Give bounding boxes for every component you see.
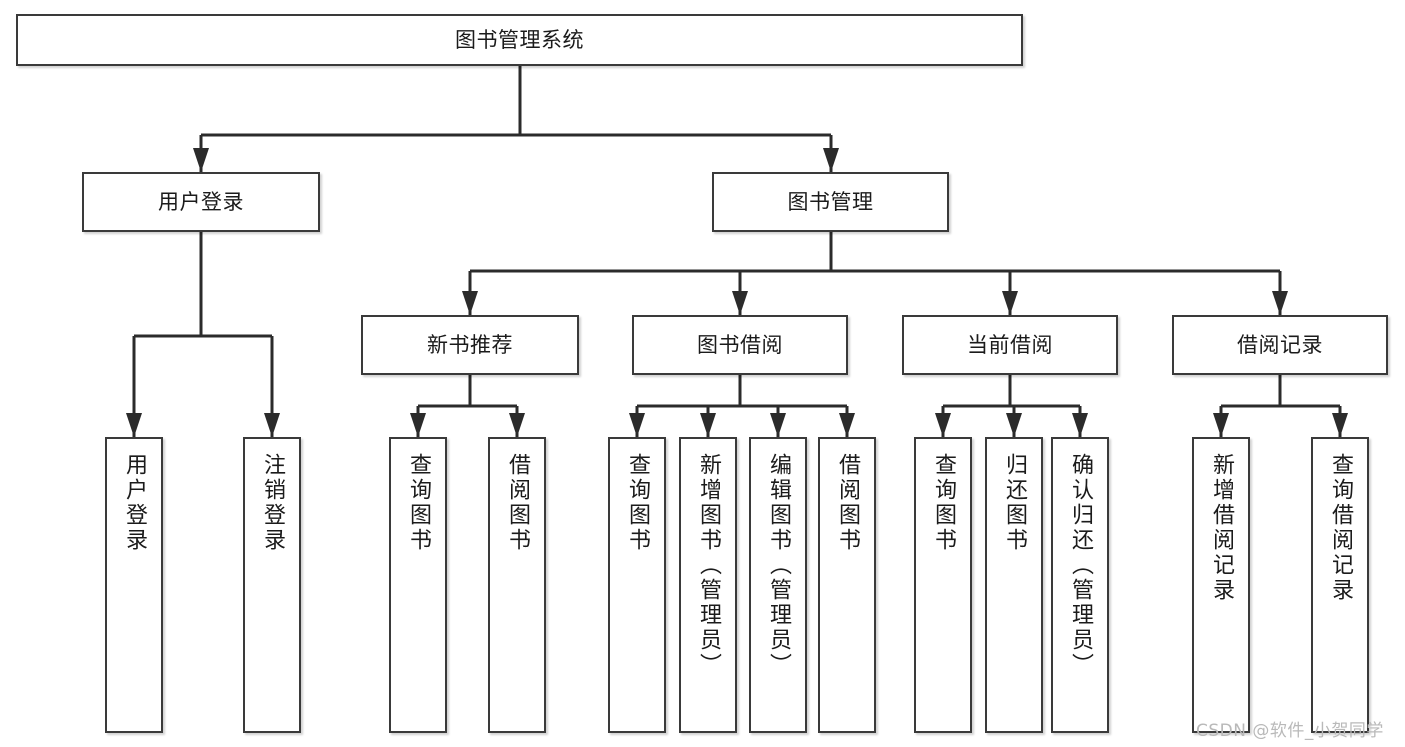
node-label: 借阅图书 (835, 453, 860, 553)
arrowhead-icon (629, 413, 645, 437)
node-label: 查询图书 (406, 453, 431, 553)
node-current-borrow[interactable]: 当前借阅 (902, 315, 1118, 375)
node-leaf-query-book-2[interactable]: 查询图书 (608, 437, 666, 733)
node-label: 注销登录 (260, 453, 285, 553)
node-book-manage[interactable]: 图书管理 (712, 172, 949, 232)
node-leaf-return-book[interactable]: 归还图书 (985, 437, 1043, 733)
node-leaf-user-login[interactable]: 用户登录 (105, 437, 163, 733)
node-leaf-query-record[interactable]: 查询借阅记录 (1311, 437, 1369, 733)
node-label: 归还图书 (1002, 453, 1027, 553)
node-label: 新书推荐 (427, 332, 513, 357)
node-label: 用户登录 (158, 189, 244, 214)
node-label: 新增借阅记录 (1209, 453, 1234, 603)
arrowhead-icon (509, 413, 525, 437)
node-new-book-recommend[interactable]: 新书推荐 (361, 315, 579, 375)
arrowhead-icon (770, 413, 786, 437)
arrowhead-icon (1272, 291, 1288, 315)
node-borrow-record[interactable]: 借阅记录 (1172, 315, 1388, 375)
node-leaf-borrow-book-1[interactable]: 借阅图书 (488, 437, 546, 733)
arrowhead-icon (126, 413, 142, 437)
node-leaf-query-book-1[interactable]: 查询图书 (389, 437, 447, 733)
arrowhead-icon (462, 291, 478, 315)
node-book-borrow[interactable]: 图书借阅 (632, 315, 848, 375)
node-leaf-confirm-return[interactable]: 确认归还（管理员） (1051, 437, 1109, 733)
arrowhead-icon (732, 291, 748, 315)
node-label: 借阅图书 (505, 453, 530, 553)
node-label: 图书管理 (787, 189, 874, 214)
node-leaf-edit-book[interactable]: 编辑图书（管理员） (749, 437, 807, 733)
node-leaf-borrow-book-2[interactable]: 借阅图书 (818, 437, 876, 733)
arrowhead-icon (823, 148, 839, 172)
node-label: 图书管理系统 (455, 27, 584, 52)
node-label: 借阅记录 (1237, 332, 1323, 357)
node-leaf-add-record[interactable]: 新增借阅记录 (1192, 437, 1250, 733)
node-label: 用户登录 (122, 453, 147, 553)
node-leaf-add-book[interactable]: 新增图书（管理员） (679, 437, 737, 733)
node-user-login[interactable]: 用户登录 (82, 172, 320, 232)
node-leaf-query-book-3[interactable]: 查询图书 (914, 437, 972, 733)
arrowhead-icon (1332, 413, 1348, 437)
arrowhead-icon (1072, 413, 1088, 437)
arrowhead-icon (1006, 413, 1022, 437)
arrowhead-icon (1213, 413, 1229, 437)
node-label: 当前借阅 (967, 332, 1053, 357)
node-label: 编辑图书（管理员） (766, 453, 791, 678)
node-label: 查询图书 (931, 453, 956, 553)
arrowhead-icon (410, 413, 426, 437)
arrowhead-icon (700, 413, 716, 437)
arrowhead-icon (839, 413, 855, 437)
arrowhead-icon (193, 148, 209, 172)
arrowhead-icon (264, 413, 280, 437)
node-label: 查询图书 (625, 453, 650, 553)
node-root[interactable]: 图书管理系统 (16, 14, 1023, 66)
node-label: 查询借阅记录 (1328, 453, 1353, 603)
node-leaf-logout[interactable]: 注销登录 (243, 437, 301, 733)
node-label: 确认归还（管理员） (1068, 453, 1093, 678)
arrowhead-icon (935, 413, 951, 437)
node-label: 图书借阅 (697, 332, 783, 357)
arrowhead-icon (1002, 291, 1018, 315)
node-label: 新增图书（管理员） (696, 453, 721, 678)
